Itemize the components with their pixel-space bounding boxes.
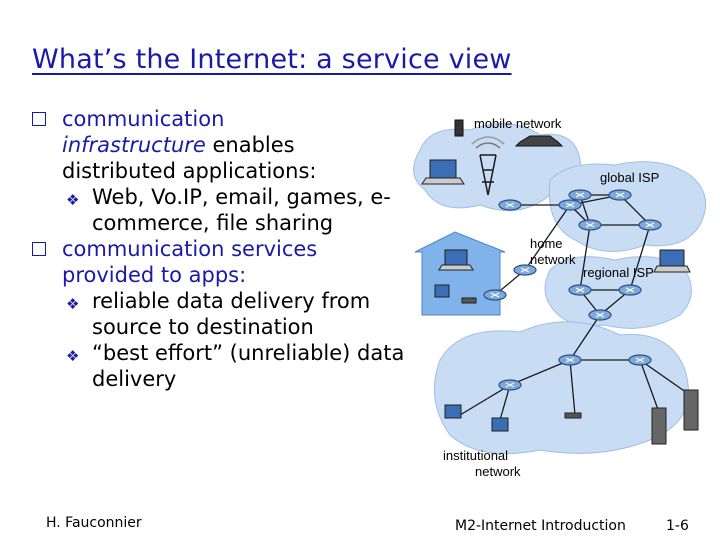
square-bullet-icon: [32, 242, 46, 256]
course-footer: M2-Internet Introduction: [455, 518, 626, 534]
desktop-computer-icon: [491, 417, 509, 432]
regional-isp-cloud: [544, 256, 692, 329]
router-marks: [490, 192, 655, 388]
desktop-computer-icon: [434, 284, 450, 298]
cell-tower-icon: [471, 136, 505, 196]
car-icon: [514, 135, 564, 147]
bullet-item: communication services provided to apps:: [30, 236, 410, 288]
regional-isp-label: regional ISP: [583, 265, 654, 280]
mobile-network-label: mobile network: [474, 116, 562, 131]
institution-devices: [444, 389, 699, 445]
global-isp-label: global ISP: [600, 170, 659, 185]
sub-bullet-item: ❖ reliable data delivery from source to …: [30, 288, 410, 340]
sub-bullet-text: “best effort” (unreliable) data delivery: [92, 341, 405, 391]
mobile-phone-icon: [454, 119, 464, 137]
laptop-group: [421, 159, 691, 273]
laptop-icon: [438, 249, 474, 271]
internet-diagram: mobile network global ISP home network r…: [413, 116, 707, 479]
bullet-text: provided to apps:: [62, 263, 247, 287]
home-network-house: [414, 231, 506, 316]
desktop-computer-icon: [444, 404, 462, 419]
server-icon: [683, 389, 699, 431]
bullet-item: communication infrastructure enables dis…: [30, 106, 410, 184]
bullet-list: communication infrastructure enables dis…: [30, 106, 410, 392]
page-number: 1-6: [666, 518, 689, 534]
sub-bullet-item: ❖ “best effort” (unreliable) data delive…: [30, 340, 410, 392]
laptop-icon: [421, 159, 465, 185]
institutional-network-label: network: [475, 464, 521, 479]
home-network-label: network: [530, 252, 576, 267]
bullet-text-italic: infrastructure: [62, 133, 206, 157]
institutional-network-label: institutional: [443, 448, 508, 463]
square-bullet-icon: [32, 112, 46, 126]
home-network-label: home: [530, 236, 563, 251]
sub-bullet-text: reliable data delivery from source to de…: [92, 289, 371, 339]
diamond-bullet-icon: ❖: [66, 347, 80, 365]
wireless-router-icon: [564, 412, 582, 419]
diamond-bullet-icon: ❖: [66, 295, 80, 313]
bullet-text: enables distributed applications:: [62, 133, 317, 183]
laptop-icon: [653, 249, 691, 273]
wireless-router-icon: [461, 297, 477, 304]
server-icon: [651, 407, 667, 445]
slide-title: What’s the Internet: a service view: [32, 44, 512, 75]
sub-bullet-text: Web, Vo.IP, email, games, e-commerce, fi…: [92, 185, 391, 235]
bullet-text: communication services: [62, 237, 318, 261]
bullet-text: communication: [62, 107, 225, 131]
sub-bullet-item: ❖ Web, Vo.IP, email, games, e-commerce, …: [30, 184, 410, 236]
author-footer: H. Fauconnier: [46, 515, 142, 531]
diamond-bullet-icon: ❖: [66, 191, 80, 209]
